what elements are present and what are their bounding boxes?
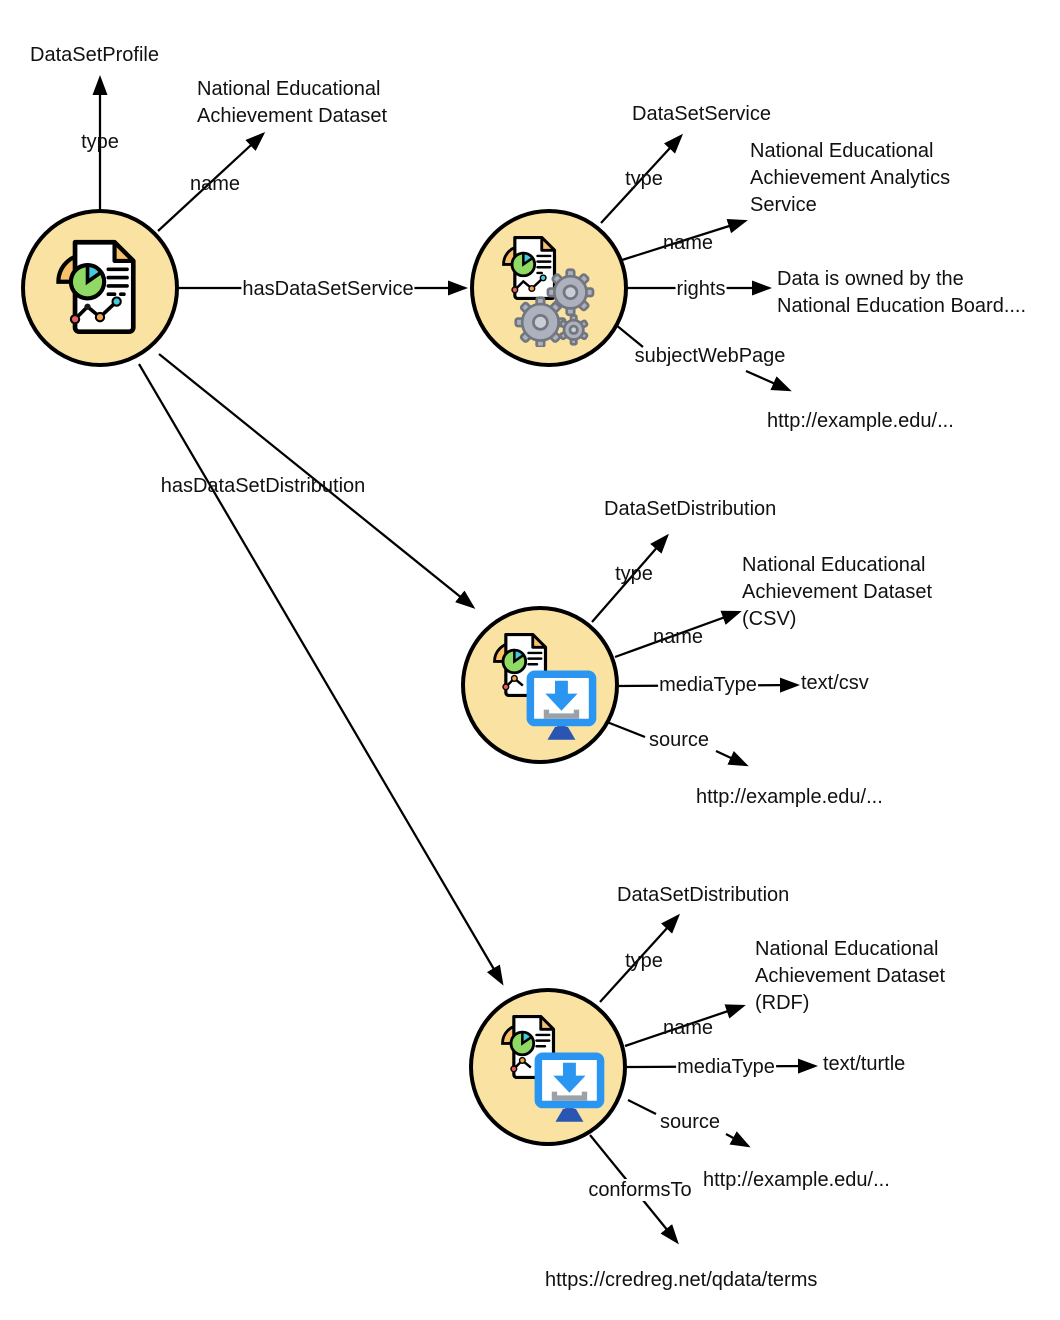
edge-service-subjectwebpage-2: [745, 369, 792, 392]
rdf-name-edge-label: name: [662, 1017, 714, 1039]
rdf-type-value: DataSetDistribution: [617, 884, 790, 906]
edge-rdf-source-2: [725, 1131, 751, 1148]
csv-source-edge-label: source: [648, 729, 710, 751]
csv-source-value: http://example.edu/...: [696, 786, 883, 808]
gears-icon: [514, 268, 595, 347]
rdf-mediatype-value: text/turtle: [823, 1053, 906, 1075]
rdf-type-edge-label: type: [625, 950, 663, 972]
profile-type-value: DataSetProfile: [30, 44, 159, 66]
service-type-edge-label: type: [625, 168, 663, 190]
csv-name-edge-label: name: [652, 626, 704, 648]
edge-profile-name: [157, 131, 266, 232]
has-dataset-distribution-edge-label: hasDataSetDistribution: [160, 475, 366, 497]
node-dataset-distribution-rdf: [469, 988, 627, 1146]
service-subjectwebpage-edge-label: subjectWebPage: [634, 345, 786, 367]
edge-has-dataset-distribution-csv: [158, 353, 476, 609]
rdf-source-value: http://example.edu/...: [703, 1169, 890, 1191]
service-subjectwebpage-value: http://example.edu/...: [767, 410, 954, 432]
download-monitor-icon: [526, 670, 597, 740]
rdf-mediatype-edge-label: mediaType: [676, 1056, 776, 1078]
edge-service-type: [600, 133, 684, 224]
service-rights-edge-label: rights: [675, 278, 727, 300]
edge-csv-type: [591, 533, 669, 623]
edge-csv-name: [614, 610, 742, 659]
edge-has-dataset-distribution-rdf: [138, 363, 504, 986]
csv-type-edge-label: type: [615, 563, 653, 585]
service-name-edge-label: name: [662, 232, 714, 254]
node-dataset-profile: [21, 209, 179, 367]
rdf-name-value: National Educational Achievement Dataset…: [755, 938, 946, 1014]
csv-mediatype-edge-label: mediaType: [658, 674, 758, 696]
download-monitor-icon: [534, 1052, 605, 1122]
edge-rdf-name: [624, 1004, 746, 1048]
rdf-conformsto-edge-label: conformsTo: [587, 1179, 693, 1201]
edge-rdf-source-1: [627, 1098, 657, 1116]
node-dataset-service: [470, 209, 628, 367]
service-type-value: DataSetService: [632, 103, 771, 125]
profile-name-edge-label: name: [189, 173, 241, 195]
rdf-source-edge-label: source: [659, 1111, 721, 1133]
node-dataset-distribution-csv: [461, 606, 619, 764]
edge-service-name: [621, 218, 748, 262]
profile-name-value: National Educational Achievement Dataset: [197, 78, 388, 127]
service-name-value: National Educational Achievement Analyti…: [750, 140, 951, 216]
edge-csv-source-1: [606, 720, 646, 739]
csv-name-value: National Educational Achievement Dataset…: [742, 554, 933, 630]
has-dataset-service-edge-label: hasDataSetService: [241, 278, 415, 300]
profile-type-edge-label: type: [81, 131, 119, 153]
csv-mediatype-value: text/csv: [801, 672, 869, 694]
service-rights-value: Data is owned by the National Education …: [777, 268, 1027, 317]
rdf-conformsto-value: https://credreg.net/qdata/terms: [545, 1269, 818, 1291]
report-chart-icon: [56, 239, 136, 335]
report-chart-with-download-monitor-icon: [501, 1014, 605, 1122]
csv-type-value: DataSetDistribution: [604, 498, 777, 520]
edge-rdf-type: [599, 913, 681, 1003]
report-chart-with-download-monitor-icon: [493, 632, 597, 740]
edge-csv-source-2: [715, 749, 749, 767]
report-chart-with-gears-icon: [502, 235, 595, 347]
